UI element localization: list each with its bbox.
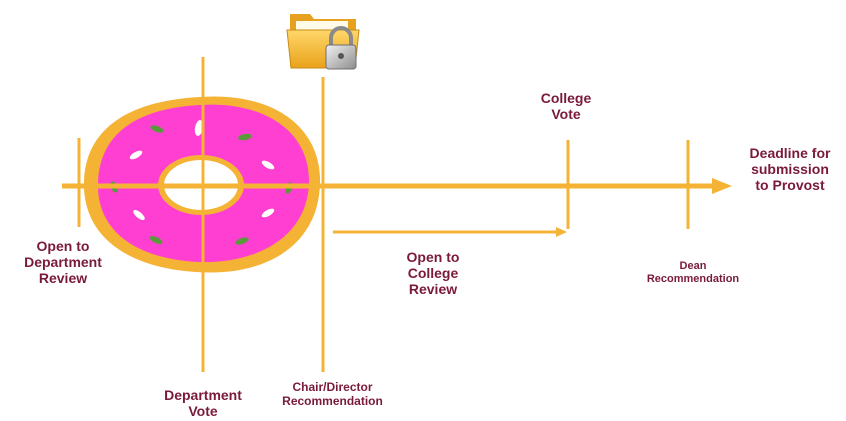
sprinkle-white xyxy=(129,150,143,160)
sprinkle-green xyxy=(238,133,252,141)
sprinkle-green xyxy=(149,235,163,245)
label-open-college-review: Open to College Review xyxy=(406,249,460,298)
donut-icon xyxy=(83,96,321,273)
locked-folder-icon xyxy=(286,14,360,70)
lock-keyhole xyxy=(338,53,344,59)
sprinkle-white xyxy=(194,120,204,136)
label-chair-director-recommendation: Chair/Director Recommendation xyxy=(282,380,383,408)
sprinkle-white xyxy=(133,209,145,221)
college-review-arrowhead xyxy=(556,227,567,237)
timeline xyxy=(62,57,732,372)
timeline-arrowhead xyxy=(712,178,732,194)
lock-shackle xyxy=(329,26,353,46)
sprinkle-green xyxy=(150,125,164,133)
sprinkle-green xyxy=(235,237,249,245)
label-college-vote: College Vote xyxy=(540,90,592,123)
donut-icing xyxy=(97,104,310,263)
label-dean-recommendation: Dean Recommendation xyxy=(646,260,740,285)
label-deadline-provost: Deadline for submission to Provost xyxy=(749,145,831,194)
label-department-vote: Department Vote xyxy=(164,387,242,420)
sprinkle-white xyxy=(261,208,275,218)
sprinkle-white xyxy=(261,160,275,170)
label-open-department-review: Open to Department Review xyxy=(24,238,102,287)
